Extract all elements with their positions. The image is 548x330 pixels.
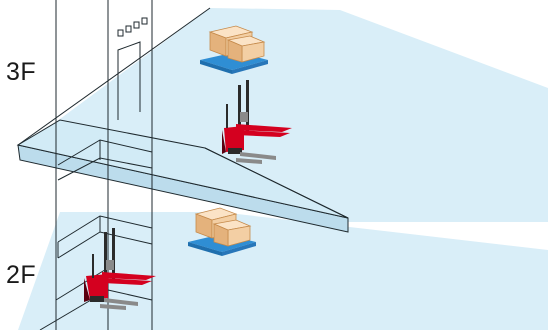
lift-stacker-forklift-icon [84, 228, 156, 310]
floor-label-2f: 2F [6, 261, 37, 289]
upper-stacker-forklift-icon [222, 80, 292, 164]
lower-floor-surface [18, 212, 548, 330]
lift-shaft [39, 0, 153, 330]
upper-pallet-with-boxes-icon [200, 25, 268, 74]
lower-pallet-with-boxes-icon [188, 207, 256, 256]
floor-label-3f: 3F [6, 58, 37, 86]
